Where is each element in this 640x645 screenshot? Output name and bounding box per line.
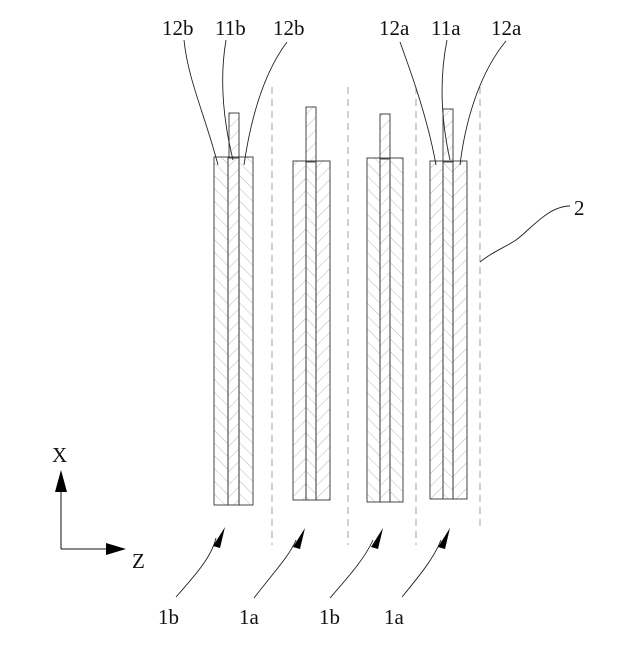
layer-1b-right: [390, 158, 403, 502]
layer-1a-left: [293, 161, 306, 500]
leader-1a-right: [402, 540, 441, 597]
z-axis-arrowhead: [106, 543, 126, 555]
x-axis-arrowhead: [55, 470, 67, 492]
layer-11a-core: [443, 161, 453, 499]
leader-1b-left: [176, 538, 216, 597]
label-1a-second: 1a: [239, 605, 260, 629]
label-12a-left: 12a: [379, 16, 410, 40]
label-1b-third: 1b: [319, 605, 340, 629]
leader-1b-third: [330, 540, 373, 598]
layer-12b-right: [239, 157, 253, 505]
leader-12a-right: [460, 41, 506, 165]
label-1a-right: 1a: [384, 605, 405, 629]
layer-1a-right: [316, 161, 330, 500]
label-12b-right: 12b: [273, 16, 305, 40]
leader-12b-right: [244, 42, 287, 165]
layer-12b-left: [214, 157, 228, 505]
label-11b: 11b: [215, 16, 246, 40]
group-arrows: [213, 527, 450, 549]
layer-1b-core: [380, 158, 390, 502]
tab-11a: [443, 109, 453, 162]
electrode-group-1a-second: [293, 107, 330, 500]
arrow-1a-second: [293, 528, 305, 549]
layer-12a-left: [430, 161, 443, 499]
leader-12b-left: [184, 40, 218, 165]
label-1b-left: 1b: [158, 605, 179, 629]
tab-1b-third: [380, 114, 390, 159]
layer-1b-left: [367, 158, 380, 502]
label-12b-left: 12b: [162, 16, 194, 40]
coordinate-axes: [55, 470, 126, 555]
layer-1a-core: [306, 161, 316, 500]
tab-1a-second: [306, 107, 316, 162]
electrode-group-1b-left: [214, 113, 253, 505]
arrow-1b-left: [213, 527, 225, 548]
arrow-1b-third: [371, 528, 383, 549]
axis-label-z: Z: [132, 549, 145, 573]
label-11a: 11a: [431, 16, 461, 40]
leader-2: [480, 206, 570, 262]
electrode-group-1b-third: [367, 114, 403, 502]
label-2: 2: [574, 196, 585, 220]
leader-12a-left: [400, 42, 436, 165]
axis-label-x: X: [52, 443, 67, 467]
leader-1a-second: [254, 540, 296, 598]
layer-11b-core: [228, 157, 239, 505]
layer-12a-right: [453, 161, 467, 499]
arrow-1a-right: [438, 528, 450, 549]
electrode-group-1a-right: [430, 109, 467, 499]
label-12a-right: 12a: [491, 16, 522, 40]
